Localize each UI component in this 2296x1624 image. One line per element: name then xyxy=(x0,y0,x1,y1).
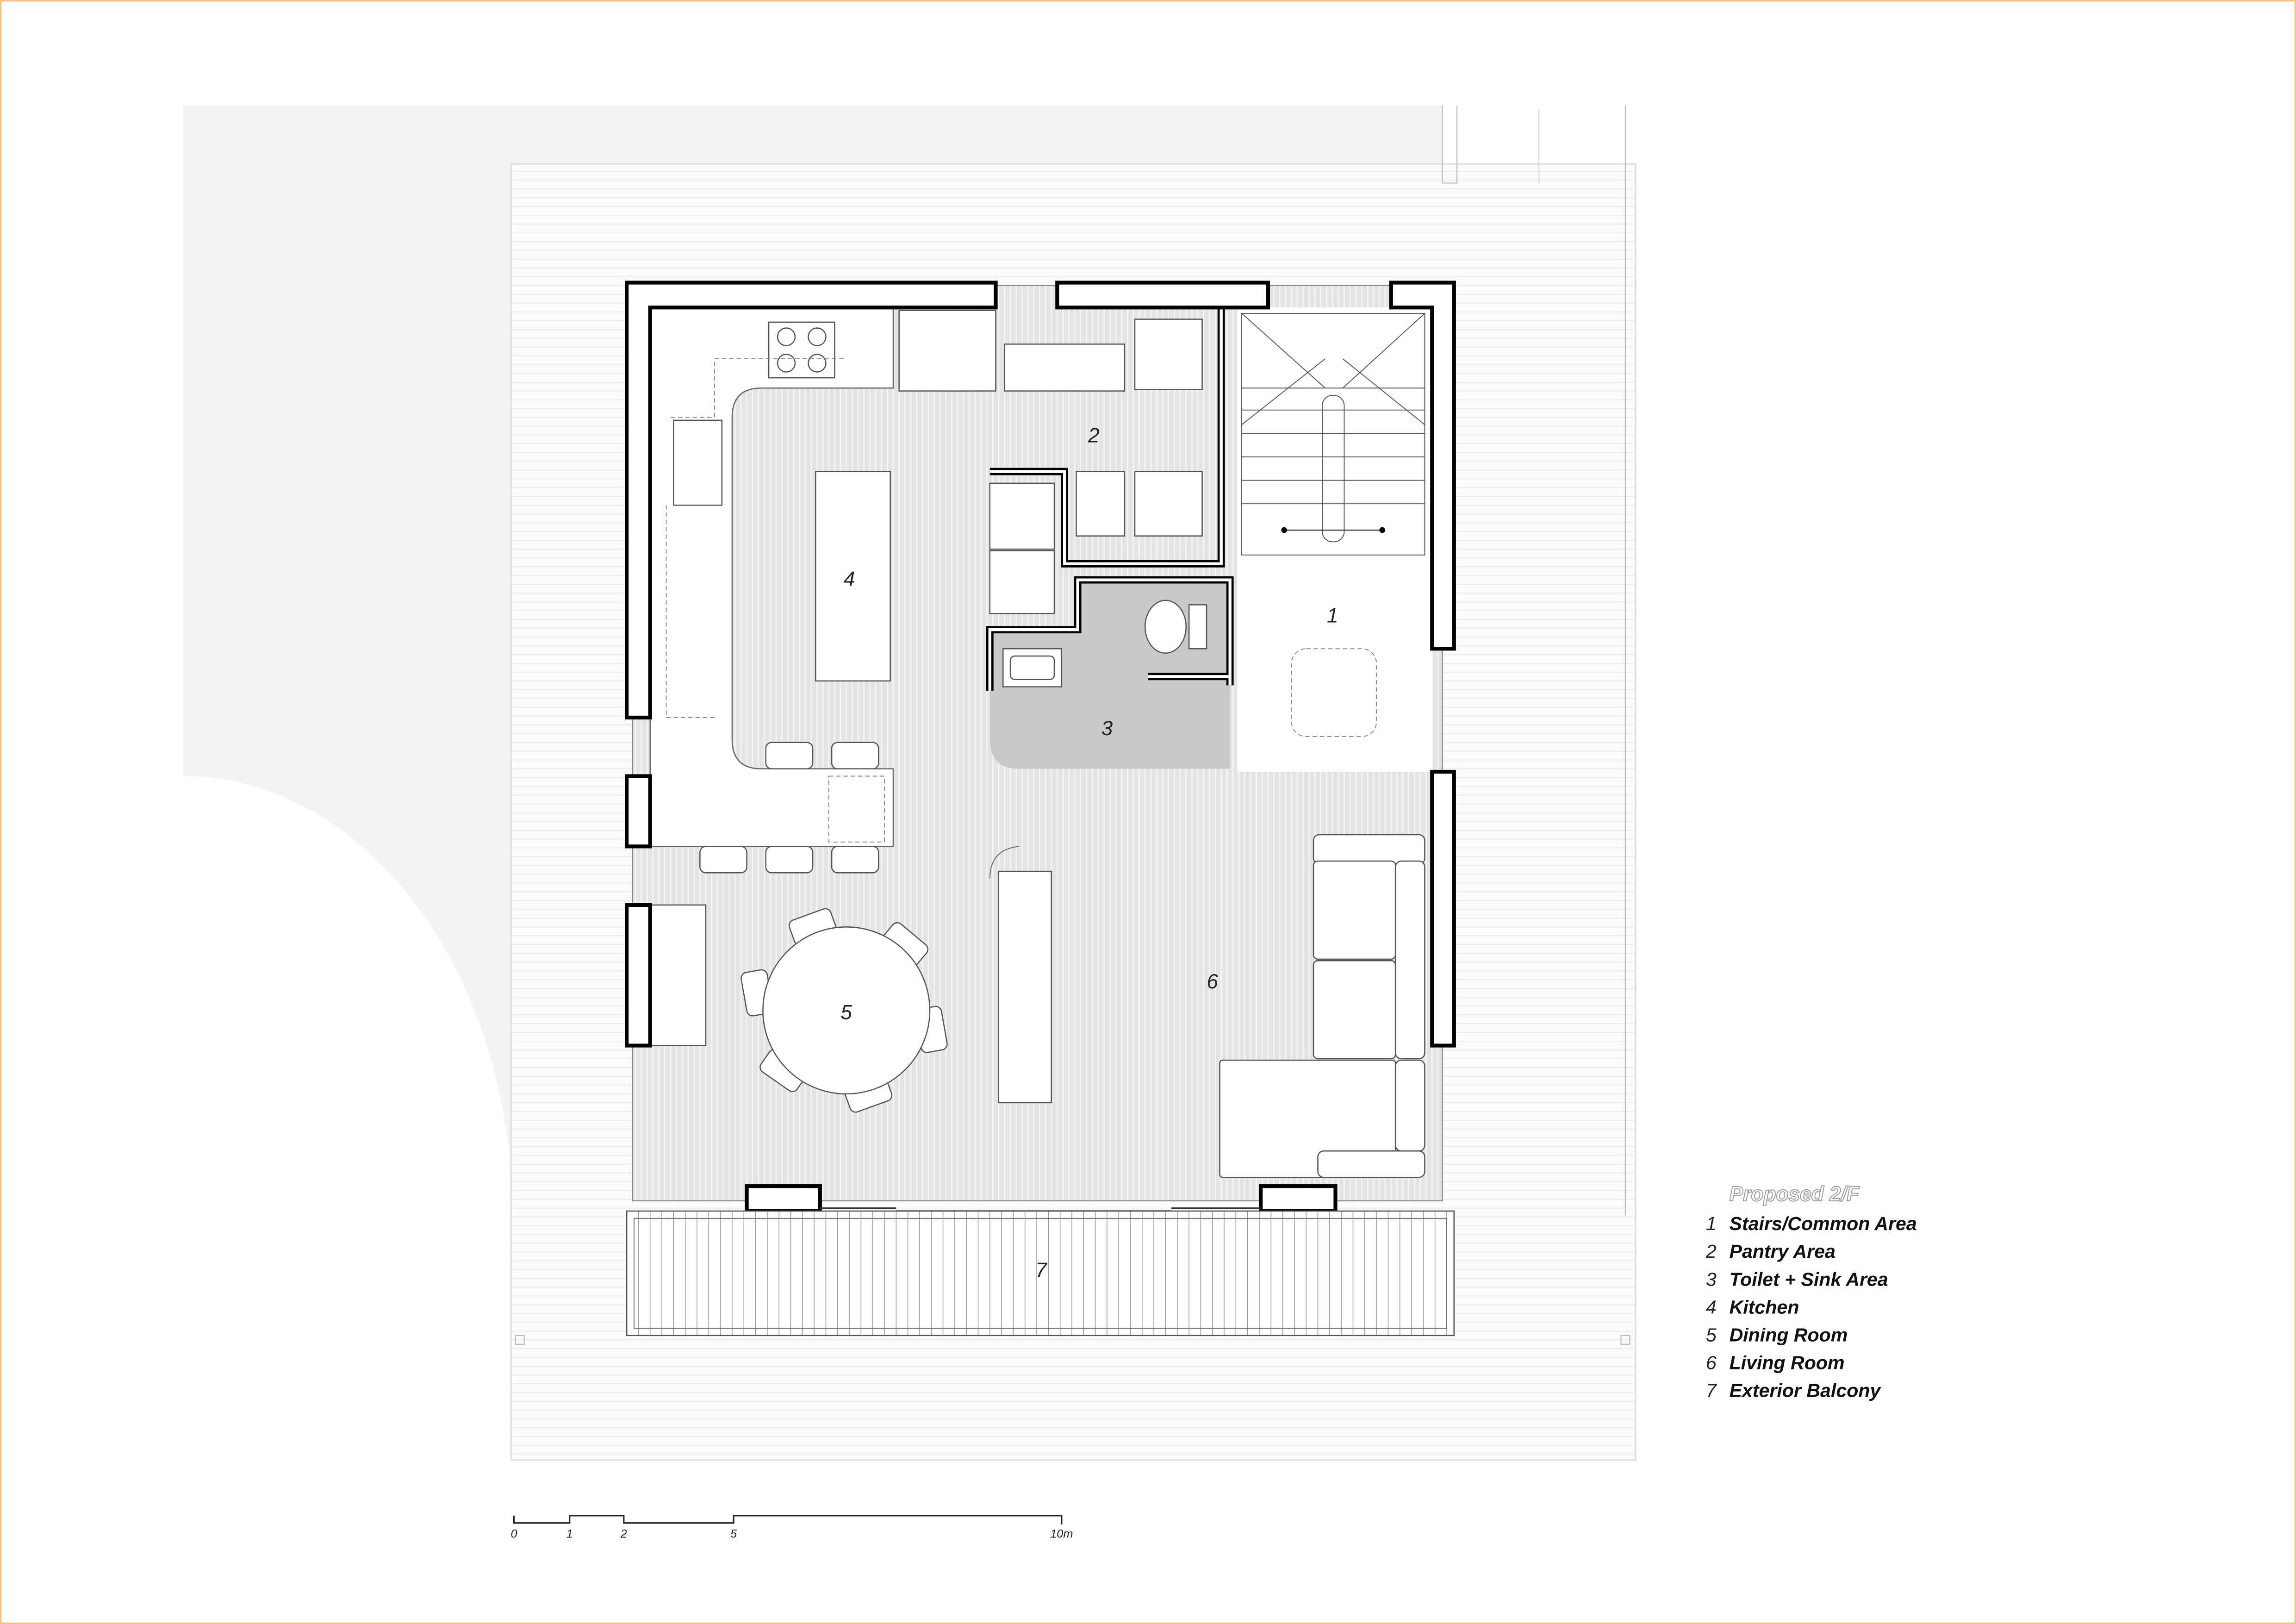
legend-item: Living Room xyxy=(1730,1352,1845,1374)
legend-num: 4 xyxy=(1706,1296,1717,1318)
site-area xyxy=(183,105,1443,1216)
basin-bowl xyxy=(1009,655,1055,680)
sofa xyxy=(1219,834,1425,1178)
kitchen-sink-icon xyxy=(673,419,723,506)
legend-num: 3 xyxy=(1706,1268,1717,1290)
scale-tick: 5 xyxy=(730,1527,737,1540)
pantry-furniture xyxy=(898,310,1203,614)
room-tag-7: 7 xyxy=(1035,1259,1047,1281)
tv-arc xyxy=(989,846,1020,879)
cooktop-icon xyxy=(768,321,835,379)
toilet-icon xyxy=(1144,600,1187,654)
legend-num: 5 xyxy=(1706,1324,1717,1346)
scale-tick: 1 xyxy=(566,1527,573,1540)
scale-tick: 0 xyxy=(510,1527,517,1540)
tv-console xyxy=(998,870,1052,1104)
pantry-wall-inner xyxy=(989,307,1223,565)
room-tag-2: 2 xyxy=(1088,424,1100,447)
kitchen-island xyxy=(815,471,891,682)
toilet-wall-inner xyxy=(988,578,1232,692)
room-tag-1: 1 xyxy=(1327,604,1338,627)
legend-num: 2 xyxy=(1705,1241,1717,1262)
legend: Proposed 2/F 1 Stairs/Common Area 2 Pant… xyxy=(1705,1182,1917,1401)
bar-stools xyxy=(699,742,879,874)
counter-outline xyxy=(666,358,846,718)
post-marker xyxy=(1620,1335,1630,1345)
sideboard xyxy=(649,904,707,1046)
room-tag-3: 3 xyxy=(1101,717,1113,740)
legend-item: Dining Room xyxy=(1730,1324,1848,1346)
legend-title: Proposed 2/F xyxy=(1730,1183,1860,1206)
newel xyxy=(1379,527,1386,533)
walls xyxy=(625,281,1456,1213)
legend-item: Exterior Balcony xyxy=(1730,1380,1882,1401)
legend-item: Toilet + Sink Area xyxy=(1730,1268,1888,1290)
burner xyxy=(777,327,796,346)
burner xyxy=(777,354,796,373)
legend-num: 6 xyxy=(1706,1352,1717,1374)
appliance xyxy=(828,775,885,843)
burner xyxy=(808,354,827,373)
neighbour-edge xyxy=(1442,105,1626,1216)
cistern xyxy=(1188,604,1207,650)
stair-common-area xyxy=(1237,307,1432,772)
room-tag-6: 6 xyxy=(1207,970,1218,993)
exterior-balcony xyxy=(626,1210,1455,1337)
room-tag-5: 5 xyxy=(840,1001,852,1024)
post-marker xyxy=(515,1335,525,1345)
legend-num: 7 xyxy=(1706,1380,1717,1401)
legend-item: Stairs/Common Area xyxy=(1730,1213,1917,1234)
scale-tick: 10m xyxy=(1050,1527,1073,1540)
legend-num: 1 xyxy=(1706,1213,1717,1234)
burner xyxy=(808,327,827,346)
balcony-edge xyxy=(634,1218,1447,1329)
scale-bar: 0 1 2 5 10m xyxy=(510,1515,1073,1540)
legend-item: Pantry Area xyxy=(1730,1241,1836,1262)
scale-tick: 2 xyxy=(620,1527,627,1540)
staircase xyxy=(1241,312,1425,556)
legend-item: Kitchen xyxy=(1730,1296,1799,1318)
room-tag-4: 4 xyxy=(844,568,855,590)
dining-table xyxy=(762,926,931,1095)
newel xyxy=(1281,527,1288,533)
